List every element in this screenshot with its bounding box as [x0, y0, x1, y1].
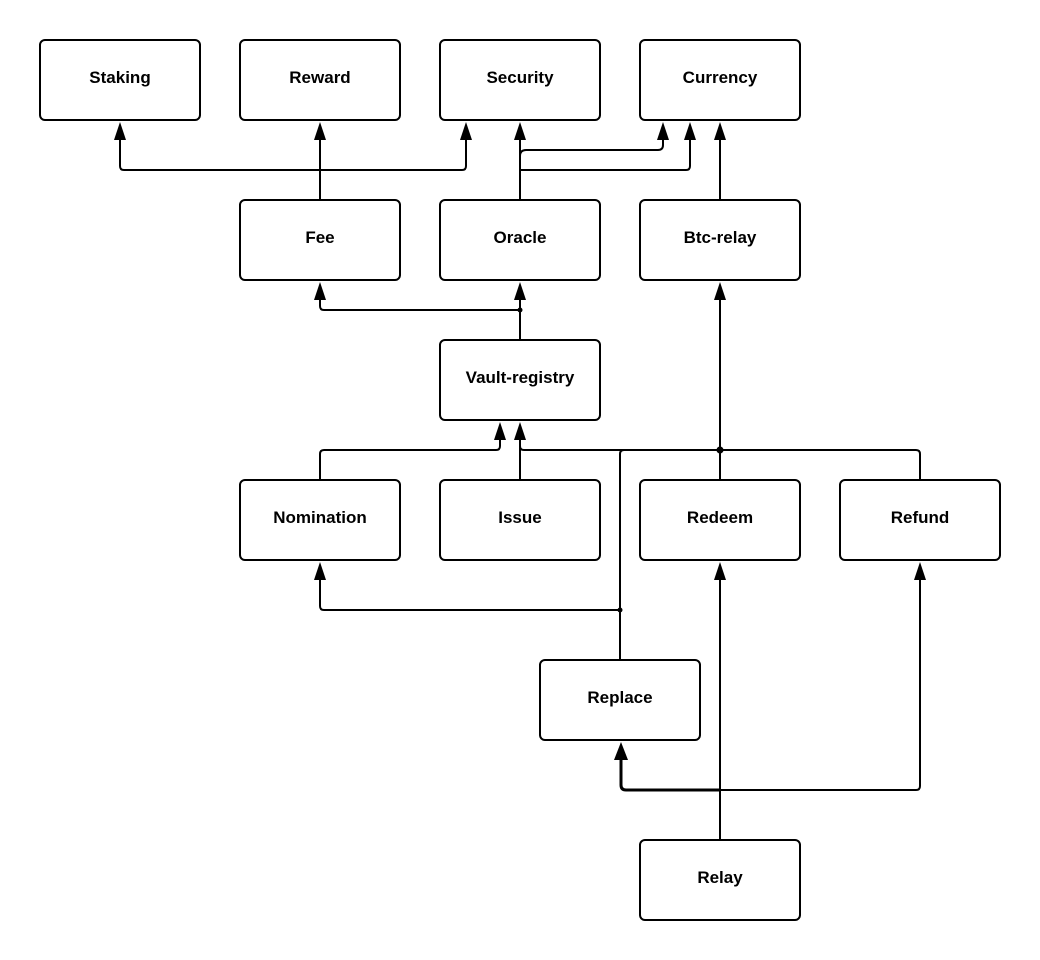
node-label: Reward [289, 68, 350, 87]
arrowhead [714, 122, 726, 140]
edge-relay-refund [720, 580, 921, 791]
node-vault-registry: Vault-registry [439, 339, 601, 421]
node-relay: Relay [639, 839, 801, 921]
node-refund: Refund [839, 479, 1001, 561]
edge-redeem-refund-vault [519, 445, 921, 480]
edge-nomination-vault [319, 440, 501, 480]
node-fee: Fee [239, 199, 401, 281]
junction-dot [517, 307, 523, 313]
arrowhead [684, 122, 696, 140]
node-staking: Staking [39, 39, 201, 121]
node-label: Vault-registry [466, 368, 575, 387]
node-label: Relay [697, 868, 743, 887]
node-replace: Replace [539, 659, 701, 741]
edge-oracle-currency-b [520, 140, 691, 171]
node-label: Btc-relay [684, 228, 757, 247]
arrowhead [494, 422, 506, 440]
node-label: Currency [683, 68, 758, 87]
edge-replace-vault [619, 449, 625, 660]
arrowhead [514, 282, 526, 300]
edge-replace-nomination [319, 580, 620, 611]
arrowheads [114, 122, 926, 760]
arrowhead [914, 562, 926, 580]
arrowhead [514, 422, 526, 440]
arrowhead [314, 122, 326, 140]
node-label: Nomination [273, 508, 367, 527]
node-label: Refund [891, 508, 950, 527]
edge-oracle-currency-a [519, 140, 664, 170]
arrowhead [514, 122, 526, 140]
node-security: Security [439, 39, 601, 121]
arrowhead [314, 282, 326, 300]
node-label: Security [486, 68, 554, 87]
edges [114, 122, 926, 840]
node-label: Staking [89, 68, 150, 87]
arrowhead [114, 122, 126, 140]
arrowhead [714, 562, 726, 580]
arrowhead [460, 122, 472, 140]
junction-dot [617, 607, 623, 613]
junction-dot [716, 446, 724, 454]
node-label: Redeem [687, 508, 753, 527]
arrowhead [714, 282, 726, 300]
arrowhead [657, 122, 669, 140]
node-nomination: Nomination [239, 479, 401, 561]
arrowhead [314, 562, 326, 580]
node-label: Fee [305, 228, 334, 247]
node-oracle: Oracle [439, 199, 601, 281]
node-btc-relay: Btc-relay [639, 199, 801, 281]
node-reward: Reward [239, 39, 401, 121]
edge-fee-staking [119, 140, 321, 200]
node-label: Issue [498, 508, 541, 527]
edge-relay-replace [619, 760, 720, 792]
arrowhead [614, 742, 628, 760]
node-redeem: Redeem [639, 479, 801, 561]
edge-fee-security [320, 140, 467, 171]
node-issue: Issue [439, 479, 601, 561]
node-currency: Currency [639, 39, 801, 121]
node-label: Replace [587, 688, 652, 707]
edge-vault-fee [319, 300, 521, 340]
node-label: Oracle [494, 228, 547, 247]
